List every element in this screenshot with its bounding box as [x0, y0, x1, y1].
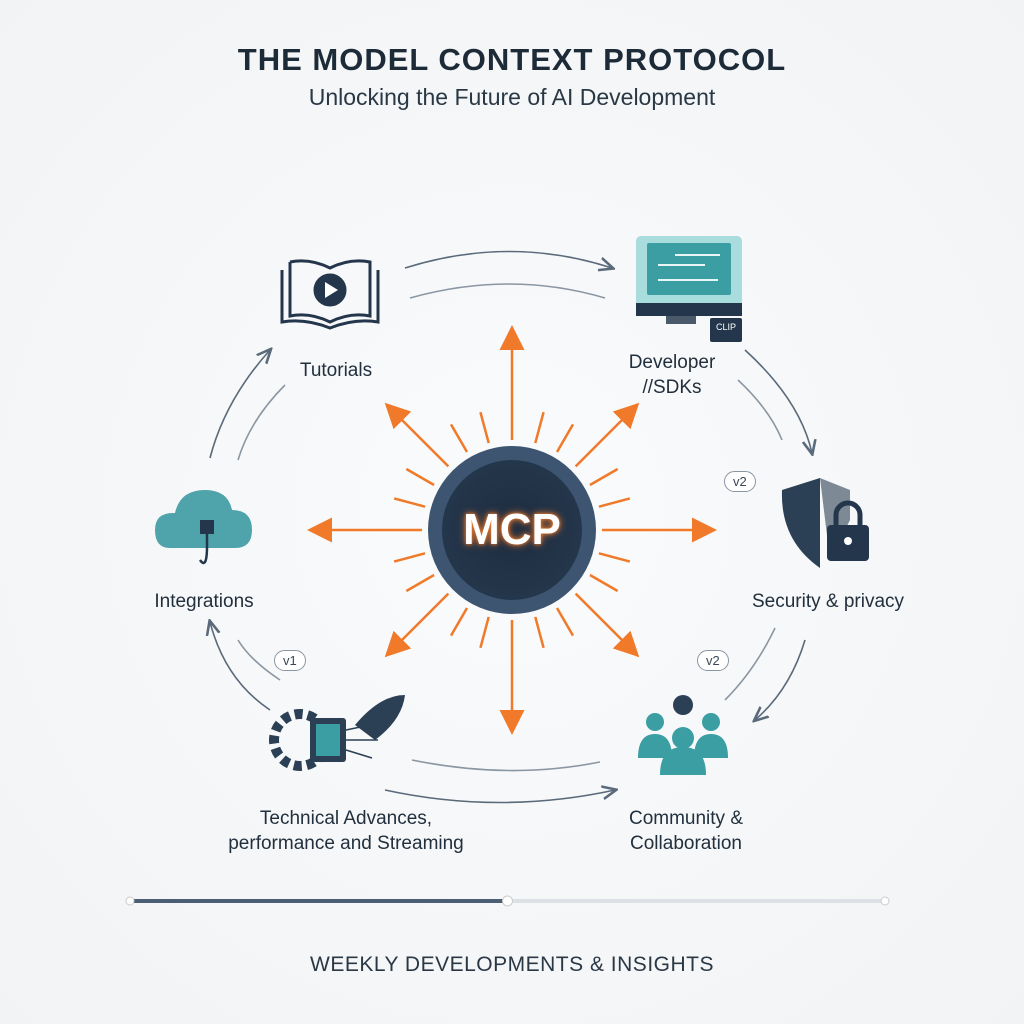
- community-version-badge: v2: [697, 650, 729, 671]
- arrow-technical-community: [384, 790, 615, 804]
- orange-ray: [534, 411, 545, 444]
- technical-label-line2: performance and Streaming: [228, 833, 464, 854]
- technical-label-line1: Technical Advances,: [259, 808, 433, 829]
- orange-ray: [449, 423, 469, 453]
- orange-ray: [405, 467, 435, 487]
- node-community[interactable]: Community & Collaboration: [596, 806, 776, 856]
- orange-ray: [589, 573, 619, 593]
- node-integrations[interactable]: Integrations: [154, 591, 254, 612]
- arrow-integrations-tutorials: [209, 350, 270, 459]
- developer-label-line1: Developer: [628, 352, 716, 373]
- orange-ray: [598, 497, 631, 508]
- arrow-security-community: [755, 639, 806, 720]
- clip-badge: CLIP: [716, 322, 736, 332]
- integrations-version-badge: v1: [274, 650, 306, 671]
- developer-label-line2: //SDKs: [642, 377, 702, 398]
- orange-arrow: [384, 592, 450, 658]
- book-play-icon: [280, 259, 380, 330]
- orange-ray: [393, 552, 426, 563]
- orange-ray: [598, 552, 631, 563]
- node-tutorials[interactable]: Tutorials: [299, 360, 373, 381]
- orange-ray: [555, 423, 575, 453]
- node-technical[interactable]: Technical Advances, performance and Stre…: [196, 806, 496, 856]
- monitor-icon: [636, 236, 742, 342]
- orange-ray: [449, 607, 469, 637]
- node-developer[interactable]: Developer //SDKs: [592, 350, 752, 400]
- orange-rays: [307, 325, 717, 735]
- page-subtitle: Unlocking the Future of AI Development: [308, 84, 716, 110]
- footer-text: WEEKLY DEVELOPMENTS & INSIGHTS: [310, 953, 714, 976]
- mcp-hub[interactable]: [428, 446, 596, 614]
- community-label-line1: Community &: [628, 808, 744, 829]
- node-security[interactable]: Security & privacy: [751, 591, 905, 612]
- arrow-technical-integrations: [210, 622, 271, 711]
- people-group-icon: [638, 695, 728, 775]
- orange-ray: [479, 616, 490, 649]
- orange-ray: [589, 467, 619, 487]
- orange-ray: [534, 616, 545, 649]
- security-version-badge: v2: [724, 471, 756, 492]
- orange-arrow: [574, 592, 640, 658]
- orange-arrow: [574, 402, 640, 468]
- mcp-label: MCP: [463, 505, 561, 554]
- arrow-tutorials-developer: [404, 250, 612, 269]
- orange-arrow: [384, 402, 450, 468]
- arrow-developer-security: [744, 349, 812, 453]
- cycle-arrows: [209, 250, 812, 804]
- orange-ray: [405, 573, 435, 593]
- community-label-line2: Collaboration: [630, 833, 742, 854]
- cloud-plug-icon: [155, 490, 252, 565]
- gear-chip-rocket-icon: [269, 695, 405, 771]
- progress-bar: [125, 895, 890, 907]
- page-title: THE MODEL CONTEXT PROTOCOL: [237, 42, 787, 77]
- shield-lock-icon: [781, 478, 869, 568]
- orange-ray: [393, 497, 426, 508]
- orange-ray: [479, 411, 490, 444]
- orange-ray: [555, 607, 575, 637]
